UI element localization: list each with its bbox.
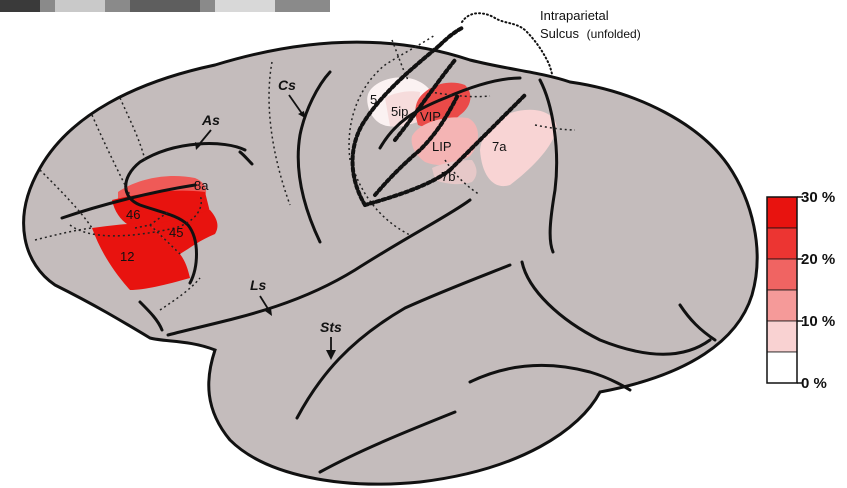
annotation-line-2-paren: (unfolded) [587,27,641,41]
photo-strip-fragment [0,0,330,12]
label-area-8a: 8a [194,178,209,193]
label-ls: Ls [250,277,267,293]
annotation-line-1: Intraparietal [540,8,609,23]
scale-bins [767,197,797,383]
label-area-vip: VIP [420,109,441,124]
label-area-lip: LIP [432,139,452,154]
scale-ticks: 30 % 20 % 10 % 0 % [797,189,835,392]
scale-bin [767,228,797,259]
scale-bin [767,259,797,290]
label-area-12: 12 [120,249,134,264]
color-scale-legend: 30 % 20 % 10 % 0 % [767,189,835,392]
annotation-line-2: Sulcus (unfolded) [540,26,641,41]
annotation-line-2-main: Sulcus [540,26,580,41]
label-area-5ip: 5ip [391,104,408,119]
label-cs: Cs [278,77,296,93]
scale-tick-label: 20 % [801,251,835,268]
scale-tick-label: 0 % [801,375,827,392]
label-area-7a: 7a [492,139,507,154]
scale-bin [767,197,797,228]
scale-tick-label: 10 % [801,313,835,330]
label-area-45: 45 [169,225,183,240]
label-as: As [201,112,220,128]
scale-bin [767,352,797,383]
label-sts: Sts [320,319,342,335]
scale-tick-label: 30 % [801,189,835,206]
label-area-5: 5 [370,92,377,107]
label-area-7b: 7b [441,169,455,184]
label-area-46: 46 [126,207,140,222]
frame-outer-top [440,28,462,45]
scale-bin [767,290,797,321]
scale-bin [767,321,797,352]
